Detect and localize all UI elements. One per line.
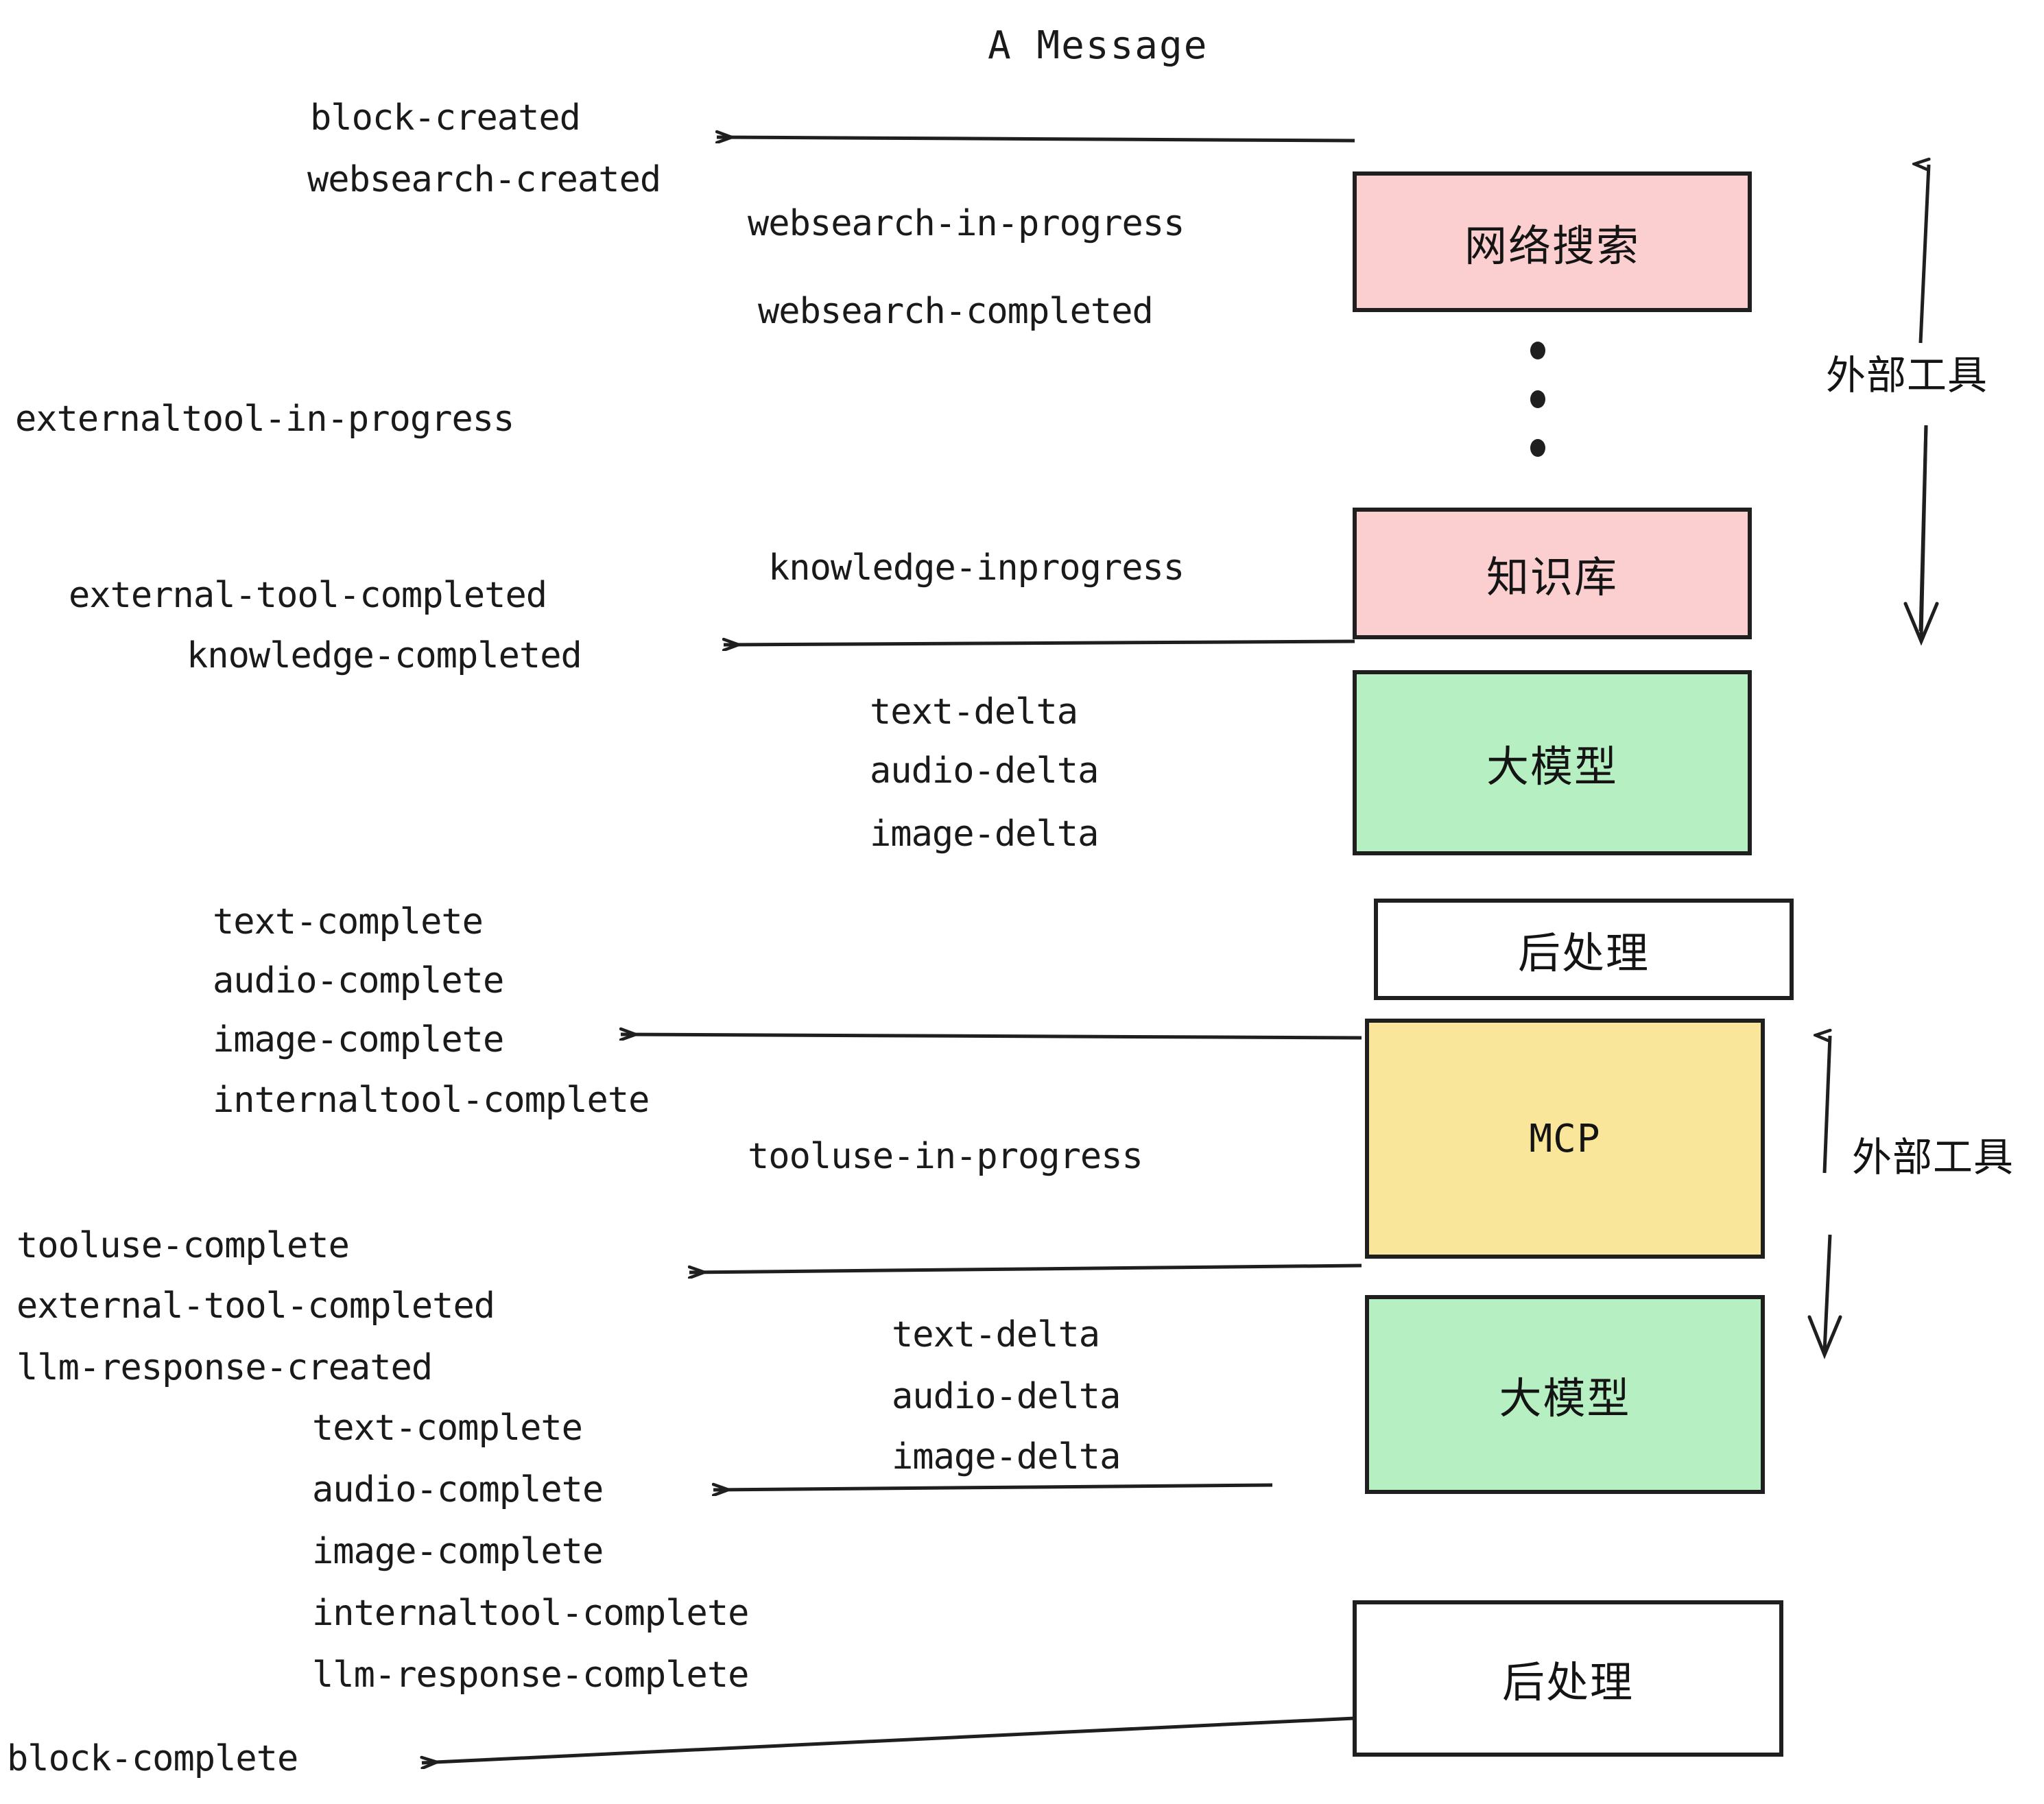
event-label-audio-delta-1: audio-delta	[870, 750, 1099, 792]
arrow-external-tools-down-top-shaft	[1919, 425, 1928, 639]
arrow-postprocess1-to-image-complete	[621, 1034, 1362, 1038]
event-label-block-complete: block-complete	[7, 1738, 298, 1779]
arrow-external-tools-down-bottom-head	[1807, 1315, 1842, 1360]
event-label-external-tool-completed-1: external-tool-completed	[69, 575, 547, 616]
ellipsis-dots	[1530, 342, 1546, 457]
node-websearch-label: 网络搜索	[1464, 220, 1640, 271]
event-label-websearch-created: websearch-created	[307, 159, 661, 200]
node-postprocess-1[interactable]: 后处理	[1374, 899, 1794, 1000]
side-label-external-tools-top: 外部工具	[1826, 352, 1988, 399]
event-label-externaltool-in-progress: externaltool-in-progress	[15, 399, 514, 440]
event-label-internaltool-complete-1: internaltool-complete	[213, 1080, 650, 1121]
event-label-block-created: block-created	[310, 97, 581, 139]
node-postprocess-2[interactable]: 后处理	[1353, 1600, 1783, 1757]
node-knowledge-label: 知识库	[1486, 552, 1618, 602]
node-llm-1-label: 大模型	[1486, 741, 1618, 792]
dot-2	[1530, 390, 1545, 408]
event-label-text-delta-2: text-delta	[892, 1314, 1100, 1355]
arrow-mcp-to-tooluse-complete	[689, 1263, 1362, 1272]
event-label-knowledge-inprogress: knowledge-inprogress	[768, 547, 1185, 589]
event-label-audio-delta-2: audio-delta	[892, 1376, 1121, 1417]
arrow-external-tools-up-top	[1921, 165, 1929, 344]
event-label-image-delta-1: image-delta	[870, 814, 1099, 855]
event-label-websearch-in-progress: websearch-in-progress	[748, 203, 1185, 244]
event-label-image-complete-2: image-complete	[312, 1531, 604, 1572]
event-label-text-complete-2: text-complete	[312, 1408, 583, 1449]
event-label-internaltool-complete-2: internaltool-complete	[312, 1593, 749, 1634]
node-llm-2[interactable]: 大模型	[1365, 1295, 1765, 1494]
dot-1	[1530, 342, 1545, 359]
node-llm-2-label: 大模型	[1499, 1373, 1631, 1423]
event-label-tooluse-in-progress: tooluse-in-progress	[748, 1136, 1143, 1177]
dot-3	[1530, 439, 1545, 457]
side-label-external-tools-bottom: 外部工具	[1852, 1134, 2015, 1180]
event-label-llm-response-created: llm-response-created	[16, 1347, 433, 1388]
event-label-image-delta-2: image-delta	[892, 1436, 1121, 1477]
event-label-tooluse-complete: tooluse-complete	[16, 1225, 350, 1266]
arrow-external-tools-down-bottom-shaft	[1822, 1234, 1832, 1352]
event-label-websearch-completed: websearch-completed	[758, 291, 1154, 332]
event-label-image-complete-1: image-complete	[213, 1019, 504, 1060]
event-label-llm-response-complete: llm-response-complete	[312, 1654, 749, 1696]
node-knowledge[interactable]: 知识库	[1353, 508, 1752, 639]
node-postprocess-2-label: 后处理	[1501, 1657, 1634, 1707]
node-mcp[interactable]: MCP	[1365, 1019, 1765, 1259]
node-llm-1[interactable]: 大模型	[1353, 670, 1752, 855]
event-label-text-delta-1: text-delta	[870, 691, 1078, 733]
node-postprocess-1-label: 后处理	[1517, 928, 1650, 978]
page-title: A Message	[988, 23, 1209, 68]
event-label-external-tool-completed-2: external-tool-completed	[16, 1285, 495, 1327]
arrow-external-tools-up-bottom	[1825, 1036, 1830, 1174]
arrow-knowledge-to-completed	[724, 641, 1355, 645]
arrow-websearch-to-created	[717, 137, 1355, 141]
arrow-external-tools-down-top-head	[1903, 602, 1939, 646]
node-mcp-label: MCP	[1529, 1116, 1601, 1161]
event-label-audio-complete-2: audio-complete	[312, 1469, 604, 1510]
event-label-audio-complete-1: audio-complete	[213, 960, 504, 1001]
event-label-knowledge-completed: knowledge-completed	[187, 635, 582, 676]
event-label-text-complete-1: text-complete	[213, 901, 484, 942]
node-websearch[interactable]: 网络搜索	[1353, 171, 1752, 312]
arrow-postprocess2-to-block-complete	[422, 1716, 1355, 1763]
arrow-llm2-to-audio-complete	[713, 1485, 1273, 1490]
